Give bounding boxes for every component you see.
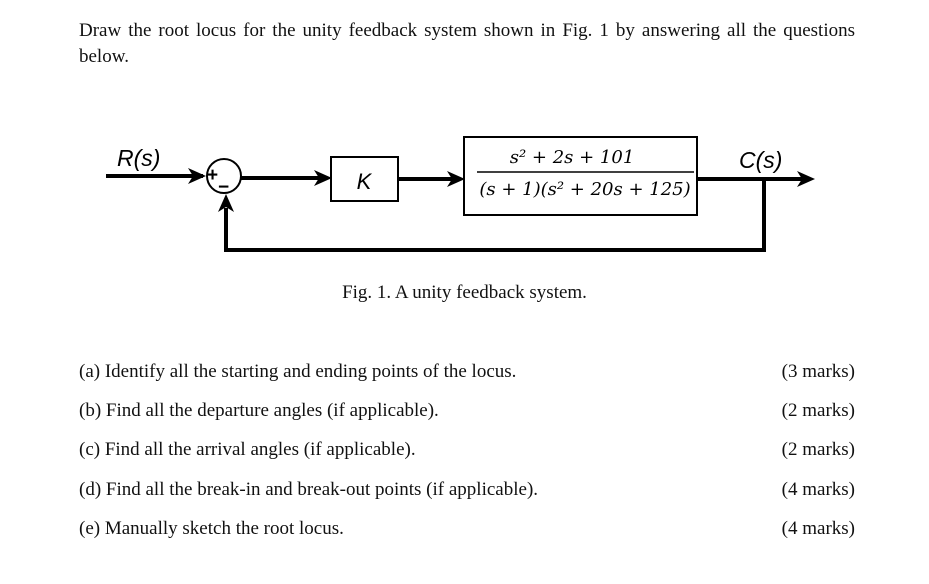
question-text: (a) Identify all the starting and ending… bbox=[79, 361, 517, 382]
transfer-function-block bbox=[463, 136, 698, 216]
question-row-d: (d) Find all the break-in and break-out … bbox=[79, 477, 855, 503]
question-row-c: (c) Find all the arrival angles (if appl… bbox=[79, 437, 855, 463]
question-text: (e) Manually sketch the root locus. bbox=[79, 518, 344, 539]
junction-to-gain-arrowhead bbox=[314, 170, 332, 186]
question-marks: (4 marks) bbox=[781, 518, 855, 539]
question-row-e: (e) Manually sketch the root locus. (4 m… bbox=[79, 516, 855, 542]
feedback-arrowhead bbox=[218, 194, 234, 212]
gain-block bbox=[330, 156, 399, 202]
gain-label: K bbox=[357, 169, 373, 194]
question-marks: (4 marks) bbox=[781, 479, 855, 500]
tf-numerator: s² + 2s + 101 bbox=[510, 147, 635, 168]
question-text: (c) Find all the arrival angles (if appl… bbox=[79, 439, 416, 460]
question-marks: (2 marks) bbox=[781, 400, 855, 421]
question-row-a: (a) Identify all the starting and ending… bbox=[79, 359, 855, 385]
figure-caption: Fig. 1. A unity feedback system. bbox=[342, 282, 587, 303]
intro-paragraph: Draw the root locus for the unity feedba… bbox=[79, 20, 855, 67]
question-marks: (2 marks) bbox=[781, 439, 855, 460]
tf-denominator: (s + 1)(s² + 20s + 125) bbox=[479, 179, 690, 200]
question-row-b: (b) Find all the departure angles (if ap… bbox=[79, 398, 855, 424]
question-marks: (3 marks) bbox=[781, 361, 855, 382]
output-label: C(s) bbox=[739, 147, 782, 173]
output-arrowhead bbox=[797, 171, 815, 187]
input-arrowhead bbox=[188, 168, 206, 184]
question-text: (d) Find all the break-in and break-out … bbox=[79, 479, 539, 500]
minus-sign: − bbox=[218, 177, 229, 198]
input-label: R(s) bbox=[117, 145, 160, 171]
question-text: (b) Find all the departure angles (if ap… bbox=[79, 400, 439, 421]
plus-sign: + bbox=[207, 165, 218, 186]
gain-to-plant-arrowhead bbox=[447, 171, 465, 187]
